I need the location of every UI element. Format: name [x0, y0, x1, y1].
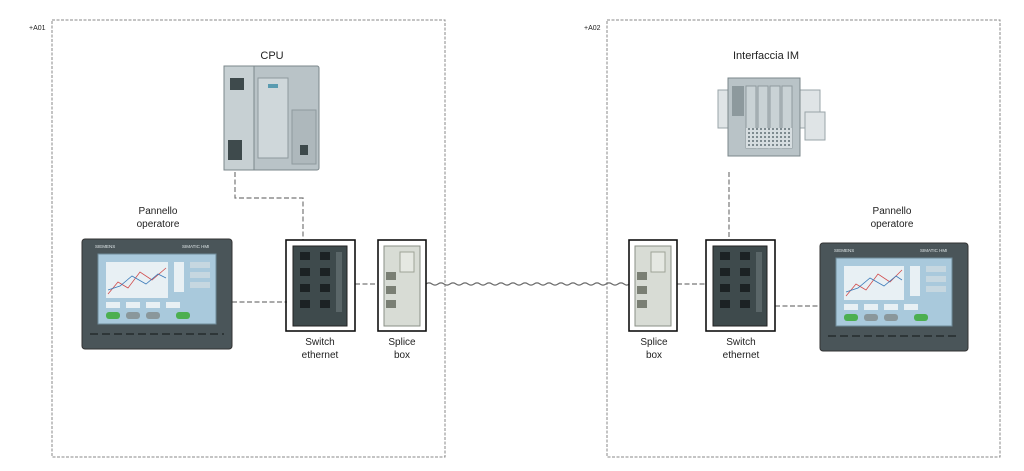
area-a01-frame: +A01	[29, 19, 446, 458]
area-a02-tag: +A02	[584, 25, 601, 32]
splice-left-label-line2: box	[394, 350, 410, 361]
cpu-device: CPU	[223, 50, 320, 171]
switch-left-label-line1: Switch	[305, 337, 334, 348]
cpu-label: CPU	[260, 50, 283, 62]
im-device: Interfaccia IM	[717, 50, 826, 157]
area-a02-frame: +A02	[584, 19, 1001, 458]
connections	[232, 172, 820, 307]
switch-right-device: Switch ethernet	[705, 239, 776, 361]
splice-left-label-line1: Splice	[388, 337, 416, 348]
fiber-optic-link	[425, 282, 630, 286]
hmi-right-model: SIMATIC HMI	[920, 248, 947, 253]
hmi-right-label-line2: operatore	[871, 219, 914, 230]
hmi-left-brand: SIEMENS	[95, 244, 115, 249]
splice-right-label-line2: box	[646, 350, 662, 361]
hmi-left-label-line1: Pannello	[139, 206, 178, 217]
hmi-left-device: Pannello operatore SIEMENS SIMATIC HMI	[81, 206, 233, 350]
switch-right-label-line2: ethernet	[723, 350, 760, 361]
switch-right-label-line1: Switch	[726, 337, 755, 348]
switch-left-label-line2: ethernet	[302, 350, 339, 361]
splice-right-device: Splice box	[628, 239, 678, 361]
hmi-right-brand: SIEMENS	[834, 248, 854, 253]
hmi-left-label-line2: operatore	[137, 219, 180, 230]
splice-right-label-line1: Splice	[640, 337, 668, 348]
cpu-switch-link	[234, 172, 304, 240]
area-a01-tag: +A01	[29, 25, 46, 32]
hmi-right-device: Pannello operatore SIEMENS SIMATIC HMI	[819, 206, 969, 352]
im-label: Interfaccia IM	[733, 50, 799, 62]
hmi-left-model: SIMATIC HMI	[182, 244, 209, 249]
switch-left-device: Switch ethernet	[285, 239, 356, 361]
hmi-right-label-line1: Pannello	[873, 206, 912, 217]
splice-left-device: Splice box	[377, 239, 427, 361]
